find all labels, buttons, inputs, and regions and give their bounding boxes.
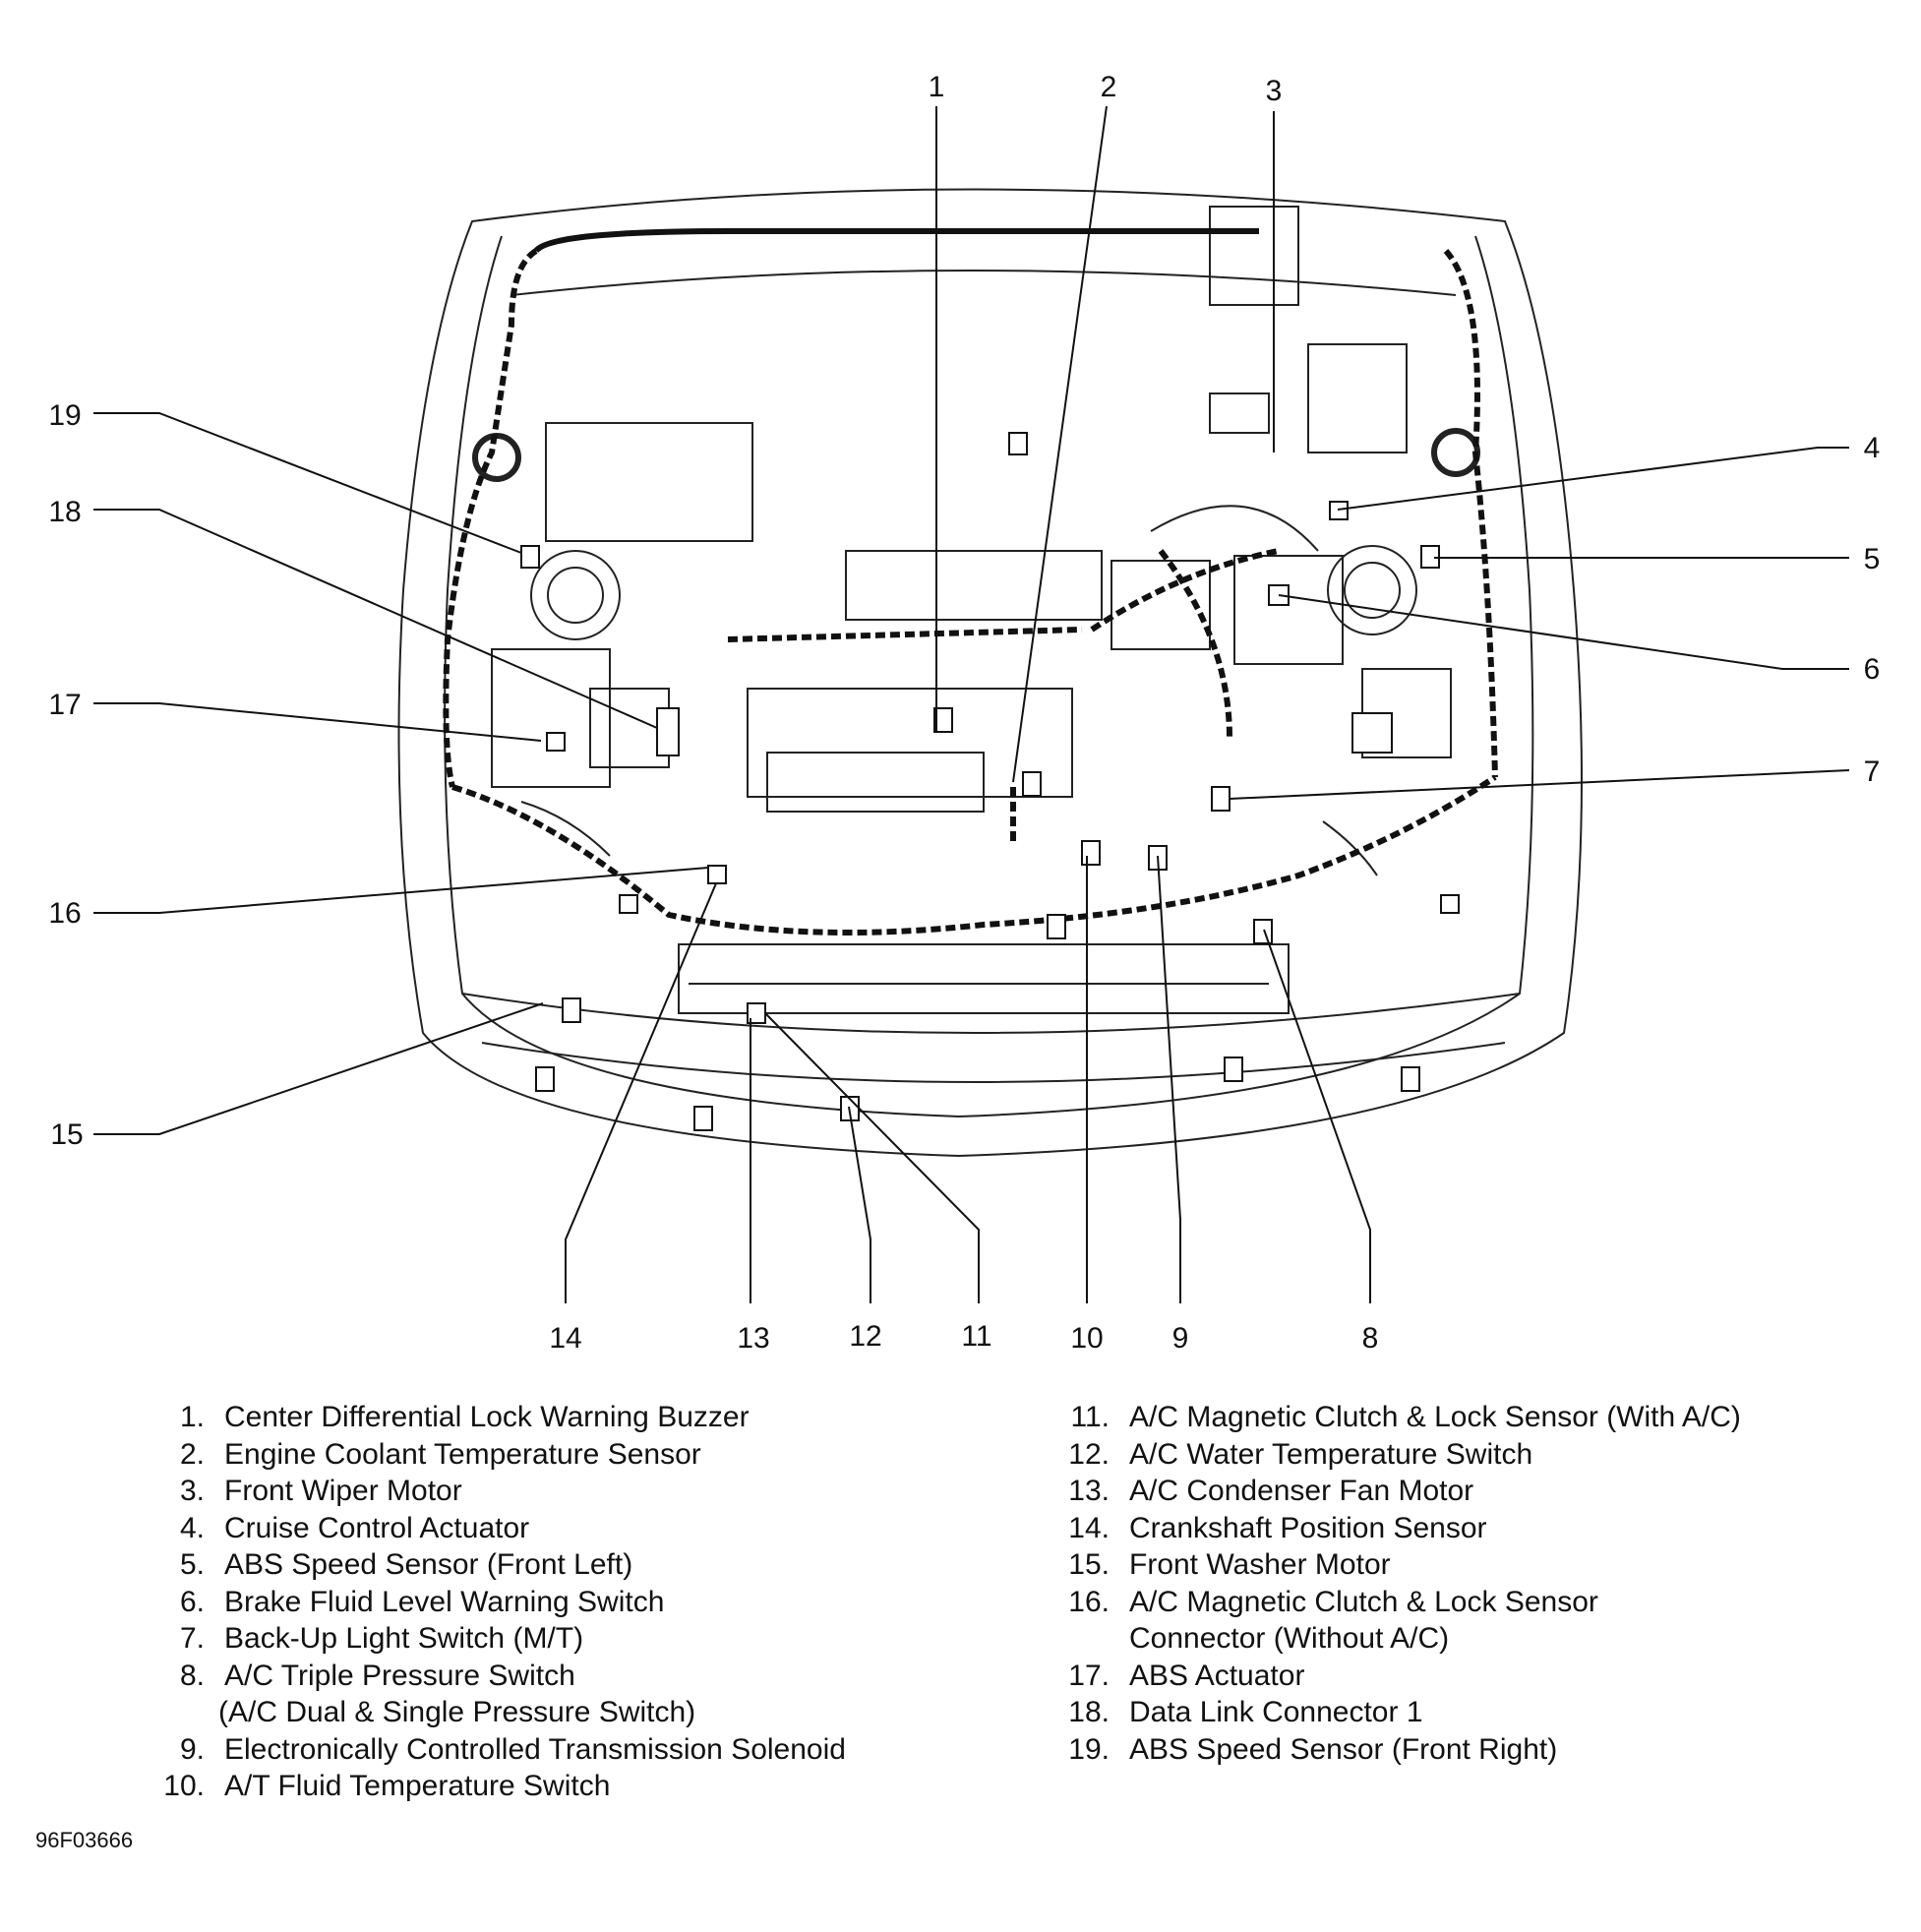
legend-item: 10.A/T Fluid Temperature Switch [163, 1770, 611, 1802]
callout-7: 7 [1864, 755, 1881, 788]
callout-18: 18 [48, 496, 81, 528]
legend-item: 12.A/C Water Temperature Switch [1068, 1437, 1533, 1471]
callout-17: 17 [48, 689, 81, 721]
callout-5: 5 [1864, 543, 1881, 575]
leader-2 [1012, 105, 1108, 783]
leader-12 [848, 1106, 871, 1303]
engine-compartment-diagram: 1 2 3 4 5 6 7 8 9 10 11 12 13 14 15 16 1… [48, 71, 1881, 1355]
legend-item: 1.Center Differential Lock Warning Buzze… [179, 1401, 750, 1433]
legend-left: 1.Center Differential Lock Warning Buzze… [148, 1399, 846, 1805]
legend-item: 8.A/C Triple Pressure Switch [179, 1659, 575, 1692]
legend-item: 2.Engine Coolant Temperature Sensor [179, 1437, 701, 1471]
callout-13: 13 [737, 1322, 769, 1355]
leader-19 [93, 412, 522, 554]
leader-14 [565, 882, 717, 1303]
legend-item: 13.A/C Condenser Fan Motor [1068, 1475, 1474, 1507]
leader-11 [764, 1012, 980, 1303]
callout-9: 9 [1172, 1322, 1189, 1355]
legend-item: 7.Back-Up Light Switch (M/T) [179, 1622, 584, 1655]
legend-item: 3.Front Wiper Motor [179, 1475, 462, 1507]
legend-item: 4.Cruise Control Actuator [179, 1511, 530, 1544]
leader-7 [1229, 769, 1850, 800]
callout-1: 1 [929, 71, 945, 103]
callout-19: 19 [48, 399, 81, 432]
callout-2: 2 [1101, 71, 1117, 103]
leader-18 [93, 509, 658, 729]
leader-17 [93, 702, 542, 742]
car-body-outline [397, 188, 1583, 1158]
legend-right: 11.A/C Magnetic Clutch & Lock Sensor (Wi… [1052, 1399, 1741, 1768]
legend-item: 14.Crankshaft Position Sensor [1068, 1511, 1487, 1544]
legend-item-continuation: Connector (Without A/C) [1129, 1622, 1450, 1655]
callout-3: 3 [1266, 75, 1283, 107]
legend-item: 11.A/C Magnetic Clutch & Lock Sensor (Wi… [1070, 1401, 1741, 1433]
callout-10: 10 [1070, 1322, 1103, 1355]
legend-item: 6.Brake Fluid Level Warning Switch [179, 1585, 665, 1618]
callout-12: 12 [849, 1320, 881, 1353]
legend-item: 9.Electronically Controlled Transmission… [179, 1732, 846, 1766]
figure-code: 96F03666 [35, 1828, 134, 1852]
callout-4: 4 [1864, 432, 1881, 464]
legend-item-continuation: (A/C Dual & Single Pressure Switch) [218, 1696, 696, 1728]
legend-item: 19.ABS Speed Sensor (Front Right) [1068, 1732, 1558, 1766]
leader-15 [93, 1002, 544, 1135]
legend-item: 17.ABS Actuator [1068, 1659, 1305, 1692]
leader-6 [1278, 594, 1849, 670]
legend-item: 5.ABS Speed Sensor (Front Left) [179, 1548, 633, 1581]
leader-8 [1263, 929, 1371, 1303]
callout-16: 16 [48, 897, 81, 930]
legend-item: 16.A/C Magnetic Clutch & Lock Sensor [1068, 1585, 1598, 1618]
legend-item: 18.Data Link Connector 1 [1068, 1696, 1423, 1728]
leader-16 [93, 867, 709, 914]
legend-item: 15.Front Washer Motor [1068, 1548, 1391, 1581]
callout-6: 6 [1864, 653, 1881, 686]
callout-11: 11 [961, 1320, 991, 1353]
callout-15: 15 [50, 1118, 83, 1151]
leader-4 [1337, 447, 1849, 511]
leader-9 [1157, 855, 1181, 1303]
callout-14: 14 [549, 1322, 581, 1355]
callout-8: 8 [1362, 1322, 1379, 1355]
